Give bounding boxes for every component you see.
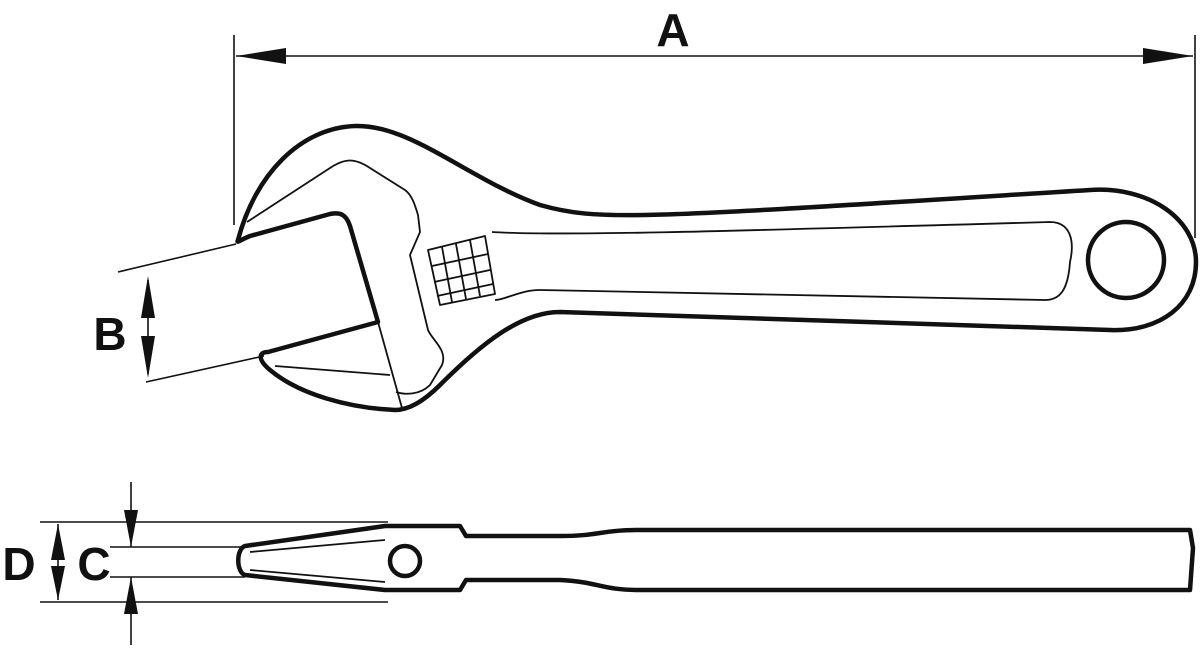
dimension-b: B: [93, 243, 265, 383]
label-b: B: [93, 308, 126, 360]
wrench-side-view: [236, 523, 1196, 593]
dimension-a: A: [233, 4, 1196, 238]
knurl-icon: [427, 235, 496, 306]
dimension-c-d: D C: [2, 482, 388, 645]
label-c: C: [77, 538, 110, 590]
side-hole: [387, 543, 423, 579]
wrench-top-view: [235, 123, 1199, 413]
hang-hole: [1085, 219, 1167, 301]
label-d: D: [2, 538, 35, 590]
label-a: A: [656, 4, 689, 56]
